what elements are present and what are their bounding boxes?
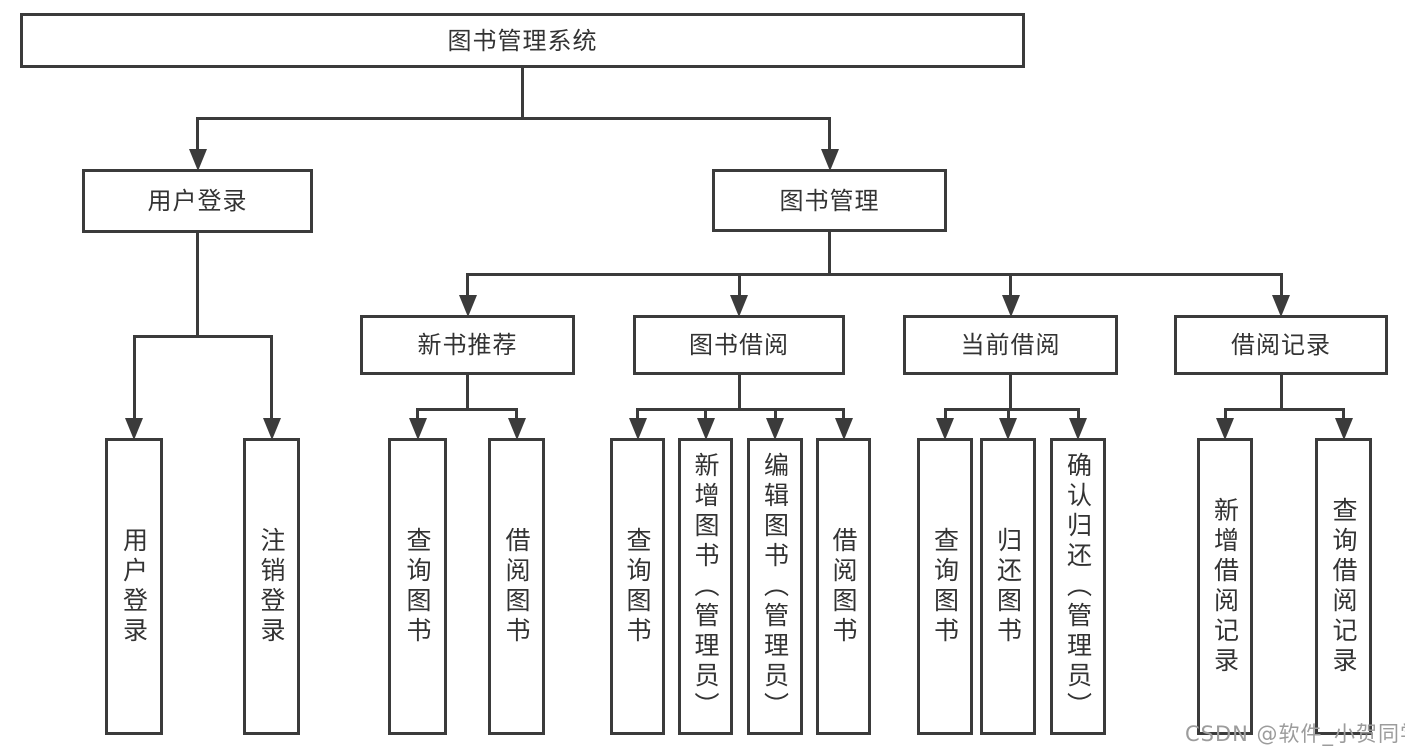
arrowhead-icon — [125, 418, 143, 440]
node-book-borrowing: 图书借阅 — [633, 315, 845, 375]
connector-line — [828, 117, 831, 151]
watermark: CSDN @软件_小贺同学 — [1185, 722, 1405, 746]
leaf-user-login: 用户登录 — [105, 438, 163, 735]
leaf-logout-label: 注销登录 — [257, 526, 286, 647]
node-new-book-recommendation-label: 新书推荐 — [417, 331, 518, 359]
connector-line — [1279, 375, 1283, 411]
connector-line — [416, 408, 419, 420]
leaf-add-books-admin: 新增图书（管理员） — [678, 438, 733, 735]
connector-line — [1009, 375, 1012, 411]
connector-line — [132, 335, 136, 420]
arrowhead-icon — [188, 149, 207, 171]
arrowhead-icon — [834, 418, 853, 440]
leaf-return-books: 归还图书 — [980, 438, 1036, 735]
arrowhead-icon — [458, 295, 477, 317]
arrowhead-icon — [999, 418, 1017, 440]
leaf-borrow-books: 借阅图书 — [816, 438, 871, 735]
connector-line — [842, 408, 845, 420]
arrowhead-icon — [820, 149, 839, 171]
connector-line — [196, 117, 199, 151]
connector-line — [1009, 273, 1012, 297]
connector-line — [466, 273, 469, 297]
node-current-borrowing-label: 当前借阅 — [960, 331, 1061, 359]
leaf-query-books-recommend: 查询图书 — [388, 438, 447, 735]
connector-line — [1279, 273, 1283, 297]
arrowhead-icon — [730, 295, 748, 317]
connector-line — [196, 233, 199, 338]
leaf-confirm-return-admin: 确认归还（管理员） — [1050, 438, 1106, 735]
leaf-add-borrow-record: 新增借阅记录 — [1197, 438, 1253, 735]
leaf-query-books-borrowing: 查询图书 — [610, 438, 665, 735]
connector-line — [196, 117, 831, 120]
arrowhead-icon — [1069, 418, 1087, 440]
leaf-add-borrow-record-label: 新增借阅记录 — [1210, 496, 1240, 677]
leaf-query-books-borrowing-label: 查询图书 — [623, 526, 652, 647]
node-book-management-label: 图书管理 — [779, 186, 880, 215]
arrowhead-icon — [766, 418, 784, 440]
leaf-user-login-label: 用户登录 — [119, 526, 149, 647]
leaf-query-borrow-record-label: 查询借阅记录 — [1329, 496, 1358, 677]
connector-line — [466, 273, 1283, 276]
leaf-query-borrow-record: 查询借阅记录 — [1315, 438, 1372, 735]
connector-line — [1342, 408, 1345, 420]
connector-line — [636, 408, 845, 411]
leaf-confirm-return-admin-label: 确认归还（管理员） — [1063, 451, 1093, 722]
node-user-login-label: 用户登录 — [147, 187, 248, 215]
connector-line — [704, 408, 707, 420]
connector-line — [515, 408, 518, 420]
node-library-system-label: 图书管理系统 — [447, 26, 598, 55]
connector-line — [636, 408, 639, 420]
leaf-borrow-books-recommend-label: 借阅图书 — [502, 526, 531, 647]
node-user-login: 用户登录 — [82, 169, 313, 233]
leaf-edit-books-admin: 编辑图书（管理员） — [747, 438, 803, 735]
node-library-system: 图书管理系统 — [20, 13, 1025, 68]
leaf-borrow-books-label: 借阅图书 — [829, 526, 858, 647]
arrowhead-icon — [408, 418, 427, 440]
connector-line — [773, 408, 777, 420]
connector-line — [1006, 408, 1010, 420]
arrowhead-icon — [1334, 418, 1353, 440]
connector-line — [1223, 408, 1227, 420]
connector-line — [828, 232, 831, 276]
connector-line — [943, 408, 947, 420]
leaf-edit-books-admin-label: 编辑图书（管理员） — [760, 451, 790, 722]
connector-line — [416, 408, 518, 411]
arrowhead-icon — [628, 418, 647, 440]
node-borrowing-records: 借阅记录 — [1174, 315, 1388, 375]
connector-line — [943, 408, 1080, 411]
arrowhead-icon — [262, 418, 281, 440]
connector-line — [270, 335, 273, 420]
connector-line — [737, 375, 741, 411]
connector-line — [466, 375, 469, 411]
node-book-borrowing-label: 图书借阅 — [689, 331, 789, 359]
connector-line — [737, 273, 741, 297]
arrowhead-icon — [1216, 418, 1234, 440]
connector-line — [1223, 408, 1345, 411]
leaf-query-books-current-label: 查询图书 — [930, 526, 960, 647]
arrowhead-icon — [936, 418, 954, 440]
leaf-query-books-recommend-label: 查询图书 — [403, 526, 432, 647]
leaf-logout: 注销登录 — [243, 438, 300, 735]
node-current-borrowing: 当前借阅 — [903, 315, 1118, 375]
leaf-return-books-label: 归还图书 — [993, 526, 1023, 647]
leaf-add-books-admin-label: 新增图书（管理员） — [691, 451, 720, 722]
node-new-book-recommendation: 新书推荐 — [360, 315, 575, 375]
arrowhead-icon — [507, 418, 526, 440]
arrowhead-icon — [1272, 295, 1290, 317]
node-borrowing-records-label: 借阅记录 — [1231, 331, 1331, 359]
leaf-query-books-current: 查询图书 — [917, 438, 973, 735]
node-book-management: 图书管理 — [712, 169, 947, 232]
leaf-borrow-books-recommend: 借阅图书 — [488, 438, 545, 735]
arrowhead-icon — [1001, 295, 1020, 317]
arrowhead-icon — [696, 418, 715, 440]
connector-line — [521, 68, 524, 120]
connector-line — [132, 335, 273, 338]
connector-line — [1076, 408, 1080, 420]
